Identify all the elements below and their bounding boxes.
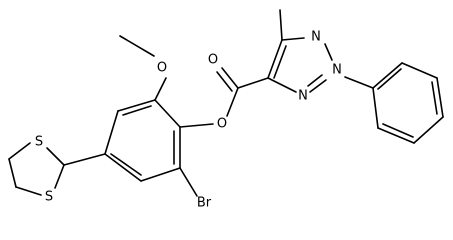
bond-s-bottom-acetal-c [54,164,65,189]
bond-ph-2-3 [377,127,415,144]
bond-ph-5-6 [401,62,438,79]
carbonyl-oxygen-label: O [208,53,218,68]
bond-ph-4-5 [436,77,444,118]
bond-ring-c4-c5-inner [110,153,142,176]
bond-o-c2 [154,77,167,101]
bond-n2-phenyl [344,76,374,89]
bromine-label: Br [197,196,212,211]
bond-ring-c2-c3 [117,99,156,112]
bond-ph-2-3-inner [382,123,414,138]
methoxy-oxygen-label: O [157,61,167,76]
triazole-n1-label: N [311,30,321,45]
bond-c1-o [179,123,214,128]
bond-n1-n2 [324,43,333,61]
bond-n3-c4 [267,77,297,93]
bond-c4-acetal-c [63,153,106,166]
bond-ph-3-4 [413,116,444,144]
sulfur-bottom-label: S [45,190,53,205]
sulfur-top-label: S [35,135,43,150]
bond-n2-n3-inner [307,74,323,87]
bond-ch2-s-bottom [15,186,42,196]
chemical-structure: O O O N N N S S Br [8,9,444,211]
bond-ph-1-2 [372,87,379,129]
bond-ring-c3-c4 [104,110,119,155]
bond-triazole-c4-c5 [267,39,283,79]
triazole-n3-label: N [298,89,308,104]
bond-o-carbonyl-c [226,87,239,117]
bond-c6-br [179,167,198,197]
bond-triazole-c4-c5-inner [273,45,287,79]
bond-carbonyl-double-b [216,71,233,92]
bond-acetal-c-s-top [46,147,65,166]
bond-ring-c5-c6 [140,167,181,182]
bond-c5-methyl [279,9,283,41]
bond-carbonyl-double-a [221,67,239,89]
triazole-n2-label: N [332,63,342,78]
atom-labels: O O O N N N S S Br [35,30,342,211]
bond-methyl-o [119,35,155,57]
bond-ch2-ch2 [8,158,17,188]
bond-ph-4-5-inner [431,81,438,115]
bond-ring-c2-c3-inner [122,105,152,116]
bond-ring-c4-c5 [104,153,142,182]
ester-oxygen-label: O [217,117,227,132]
bond-s-top-ch2 [8,142,31,160]
bond-n2-n3 [309,79,327,93]
bond-c5-n1 [281,37,305,41]
bond-ph-6-1 [372,62,403,89]
bond-lines [8,9,444,197]
bond-ph-6-1-inner [377,68,402,90]
bond-ring-c1-c2 [154,99,181,128]
bond-carbonyl-c-triazole [237,77,269,89]
